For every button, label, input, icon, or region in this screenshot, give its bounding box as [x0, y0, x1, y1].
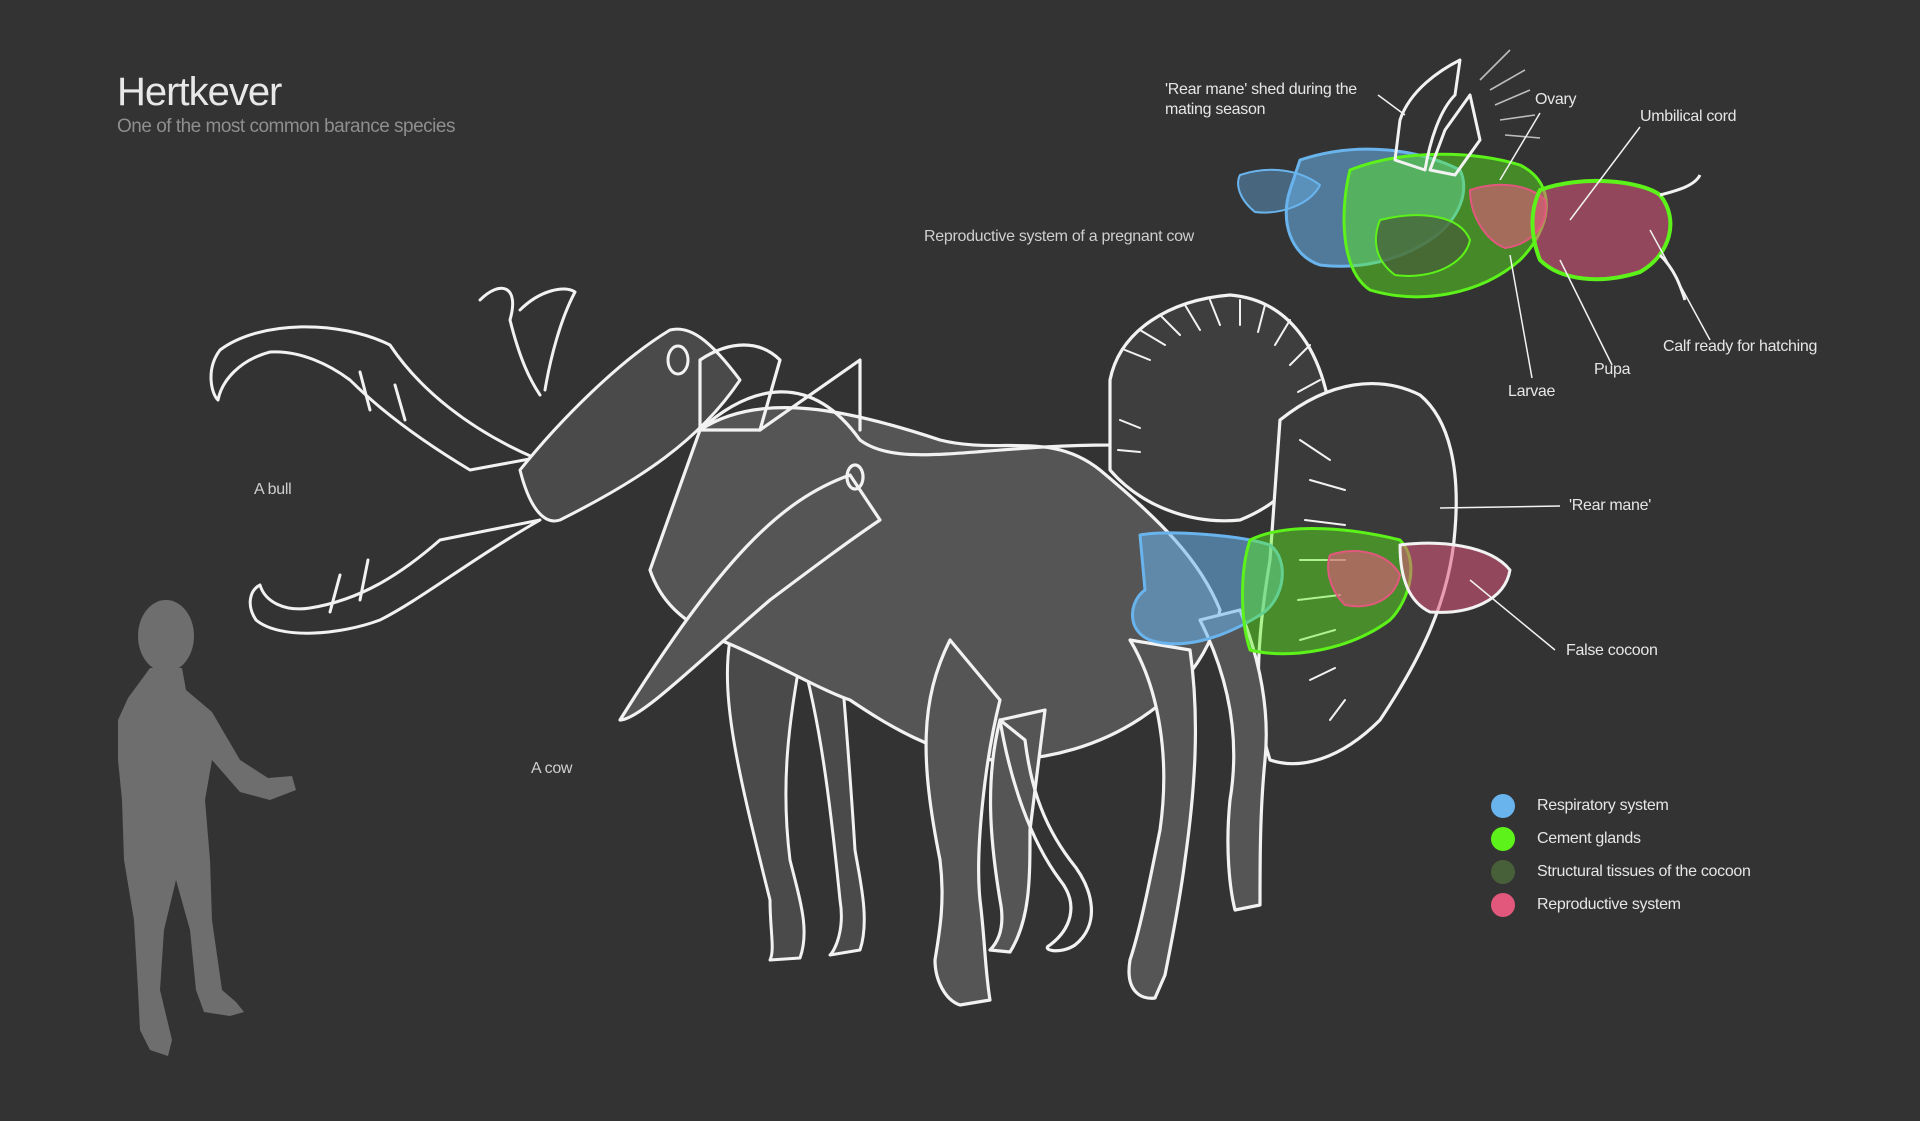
page-subtitle: One of the most common barance species: [117, 116, 455, 137]
legend: Respiratory system Cement glands Structu…: [1491, 789, 1751, 921]
legend-label: Respiratory system: [1537, 796, 1669, 814]
label-false-cocoon: False cocoon: [1566, 642, 1658, 659]
label-rear-mane: 'Rear mane': [1569, 497, 1651, 514]
legend-dot-respiratory: [1491, 793, 1515, 818]
leader-lines: [1377, 94, 1711, 651]
legend-label: Structural tissues of the cocoon: [1537, 862, 1751, 880]
legend-dot-cement: [1491, 826, 1515, 851]
legend-dot-reproductive: [1491, 892, 1515, 917]
label-rear-mane-shed: 'Rear mane' shed during the mating seaso…: [1165, 81, 1357, 118]
legend-label: Cement glands: [1537, 829, 1641, 847]
legend-dot-structural: [1491, 859, 1515, 884]
legend-item: Reproductive system: [1491, 888, 1751, 921]
label-calf-ready: Calf ready for hatching: [1663, 338, 1818, 355]
label-bull: A bull: [254, 481, 292, 498]
legend-label: Reproductive system: [1537, 895, 1681, 913]
bull-drawing: [209, 286, 866, 962]
label-cow: A cow: [531, 760, 573, 777]
page-title: Hertkever: [117, 70, 282, 114]
label-umbilical-cord: Umbilical cord: [1640, 108, 1737, 125]
label-pupa: Pupa: [1594, 361, 1631, 378]
legend-item: Cement glands: [1491, 822, 1751, 855]
human-silhouette: [118, 600, 296, 1056]
label-larvae: Larvae: [1508, 383, 1556, 400]
label-repro-system: Reproductive system of a pregnant cow: [924, 228, 1194, 245]
reproductive-inset: [1237, 49, 1702, 301]
legend-item: Structural tissues of the cocoon: [1491, 855, 1751, 888]
cow-drawing: [618, 293, 1458, 1007]
label-ovary: Ovary: [1535, 91, 1577, 108]
legend-item: Respiratory system: [1491, 789, 1751, 822]
cow-internal-organs: [1131, 527, 1512, 656]
